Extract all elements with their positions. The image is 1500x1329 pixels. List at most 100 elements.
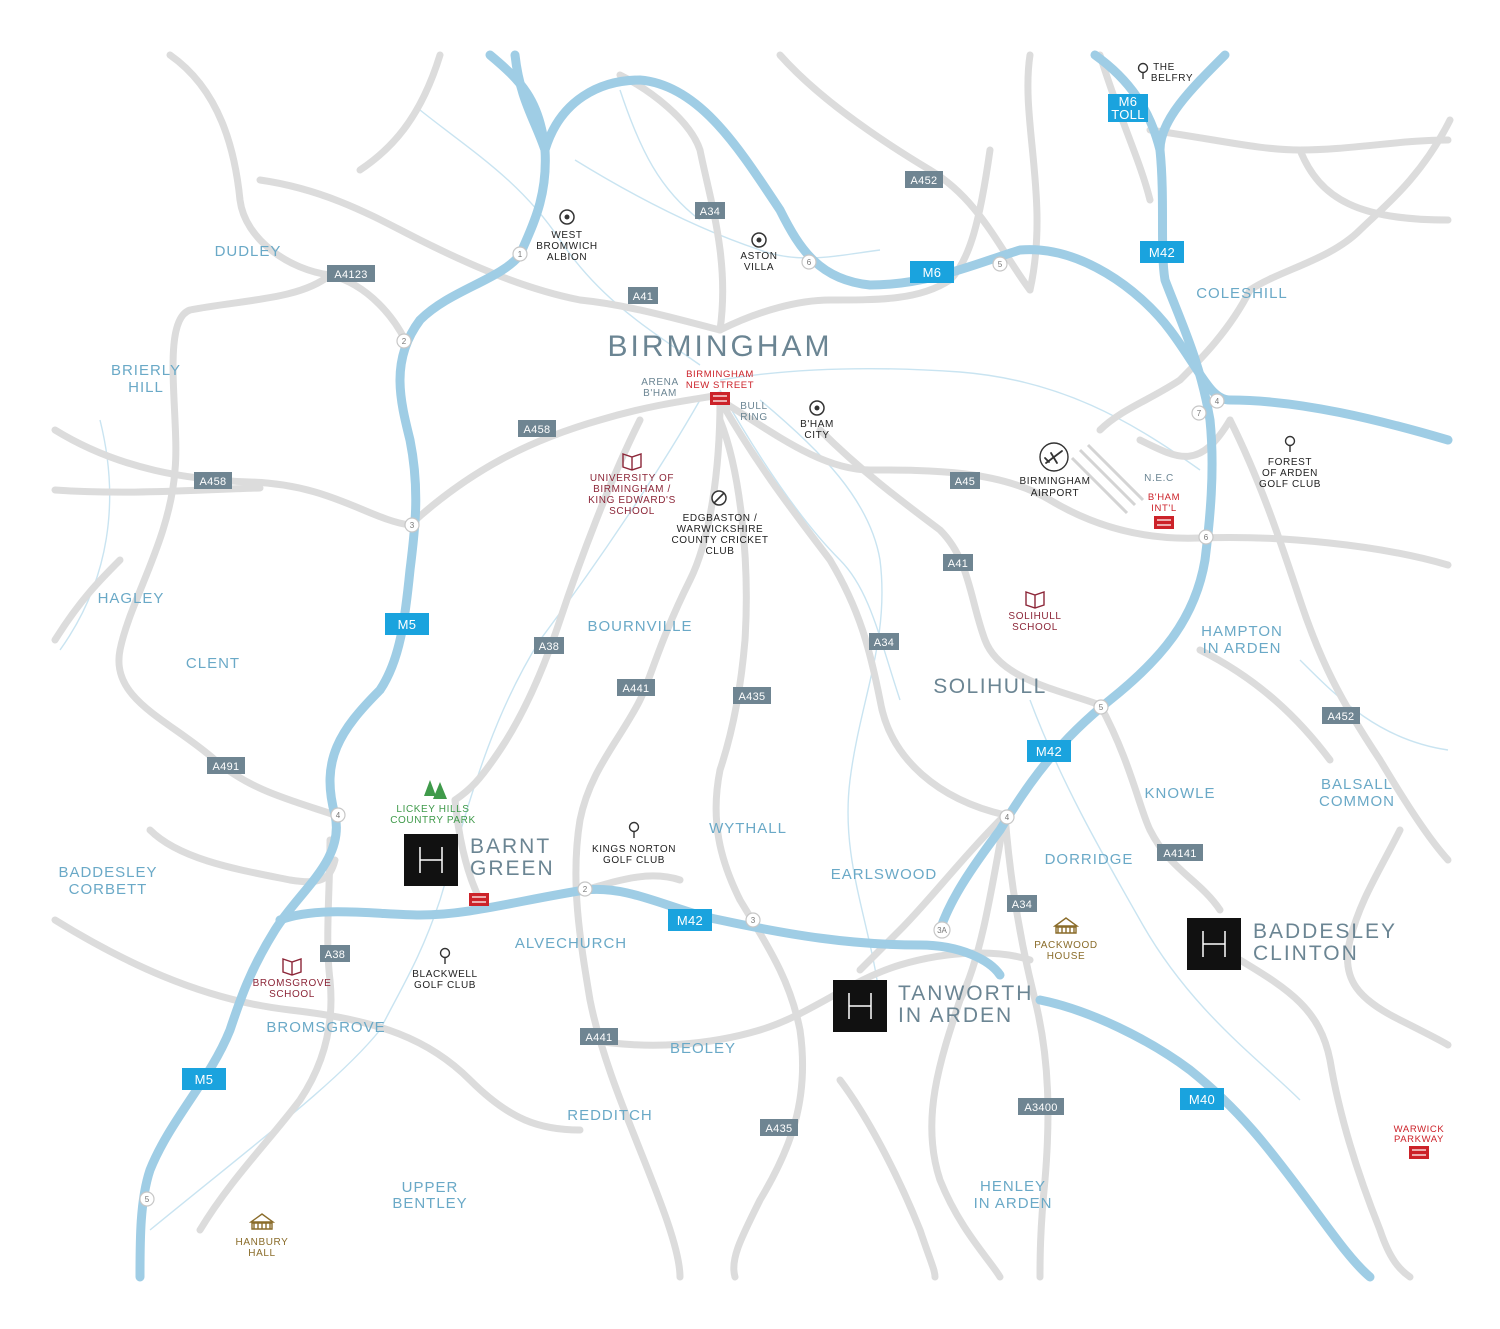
poi-label: COUNTRY PARK <box>390 815 476 826</box>
road-label-a38-s: A38 <box>320 945 350 962</box>
development-name: GREEN <box>470 857 555 880</box>
svg-text:A491: A491 <box>213 761 240 773</box>
poi-label: RING <box>740 412 767 423</box>
svg-text:A4141: A4141 <box>1163 848 1196 860</box>
development-name: IN ARDEN <box>898 1004 1013 1027</box>
road-label-m6-toll: M6 TOLL <box>1108 94 1148 122</box>
poi-label: BLACKWELL <box>412 969 477 980</box>
junction-m6-6: 6 <box>801 254 817 270</box>
development-marker-baddesley-clinton[interactable]: BADDESLEY CLINTON <box>1187 918 1397 970</box>
svg-text:A38: A38 <box>325 949 345 961</box>
junction-m5-3: 3 <box>404 517 420 533</box>
poi-label: ASTON <box>740 251 777 262</box>
tree-icon <box>424 780 447 799</box>
airplane-icon <box>1039 442 1069 472</box>
town-label: BALSALL <box>1321 776 1393 793</box>
svg-text:1: 1 <box>518 250 523 259</box>
town-label-solihull: SOLIHULL <box>933 675 1047 698</box>
poi-label: GOLF CLUB <box>603 855 665 866</box>
junction-m42-2: 2 <box>577 881 593 897</box>
road-label-a458-e: A458 <box>518 420 556 437</box>
svg-text:M5: M5 <box>195 1072 214 1087</box>
development-logo-icon <box>419 847 443 873</box>
development-marker-barnt-green[interactable]: BARNT GREEN <box>404 834 555 886</box>
poi-label: VILLA <box>744 262 774 273</box>
development-logo-icon <box>1202 931 1226 957</box>
svg-text:2: 2 <box>583 885 588 894</box>
svg-text:3: 3 <box>410 521 415 530</box>
junction-m42-6: 6 <box>1198 529 1214 545</box>
road-label-a34-far: A34 <box>1007 895 1037 912</box>
football-icon <box>559 209 575 225</box>
town-label: KNOWLE <box>1144 785 1215 802</box>
town-label: REDDITCH <box>567 1107 653 1124</box>
road-label-a41-n: A41 <box>628 287 658 304</box>
road-label-a41-s: A41 <box>943 554 973 571</box>
rail-icon <box>1409 1146 1429 1159</box>
town-label: CORBETT <box>69 881 148 898</box>
golf-icon <box>628 821 640 838</box>
town-label: ALVECHURCH <box>515 935 627 952</box>
poi-label: UNIVERSITY OF <box>590 473 674 484</box>
road-label-m42-e: M42 <box>1027 740 1071 762</box>
poi-label: BULL <box>740 401 767 412</box>
poi-label: OF ARDEN <box>1262 468 1318 479</box>
poi-label: WEST <box>551 230 582 241</box>
road-label-a45: A45 <box>950 472 980 489</box>
road-label-a452-s: A452 <box>1322 707 1360 724</box>
poi-label: PARKWAY <box>1394 1134 1444 1145</box>
svg-text:A45: A45 <box>955 476 975 488</box>
town-label: WYTHALL <box>709 820 787 837</box>
poi-label: SCHOOL <box>1012 622 1058 633</box>
town-label: DORRIDGE <box>1045 851 1134 868</box>
road-label-m42-s: M42 <box>668 909 712 931</box>
town-label: BEOLEY <box>670 1040 736 1057</box>
svg-text:A34: A34 <box>1012 899 1032 911</box>
road-label-a441-n: A441 <box>617 679 655 696</box>
town-label: HENLEY <box>980 1178 1046 1195</box>
junction-m5-2: 2 <box>396 333 412 349</box>
svg-text:M6: M6 <box>923 265 942 280</box>
svg-text:M42: M42 <box>1036 744 1062 759</box>
town-label: EARLSWOOD <box>831 866 938 883</box>
motorway-labels: M6 TOLL M42 M6 M5 M42 M42 M40 M5 <box>182 94 1224 1110</box>
development-logo-icon <box>848 993 872 1019</box>
poi-label: CITY <box>804 430 829 441</box>
development-marker-tanworth[interactable]: TANWORTH IN ARDEN <box>833 980 1033 1032</box>
svg-text:M40: M40 <box>1189 1092 1215 1107</box>
svg-text:4: 4 <box>1215 397 1220 406</box>
poi-label: COUNTY CRICKET <box>671 535 768 546</box>
poi-label: BELFRY <box>1151 73 1193 84</box>
poi-label: SOLIHULL <box>1008 611 1061 622</box>
poi-label: B'HAM <box>643 388 677 399</box>
svg-text:A34: A34 <box>700 206 720 218</box>
svg-text:M42: M42 <box>1149 245 1175 260</box>
road-label-a441-s: A441 <box>580 1028 618 1045</box>
cricket-ball-icon <box>711 490 727 506</box>
svg-text:A441: A441 <box>623 683 650 695</box>
town-label: COLESHILL <box>1196 285 1288 302</box>
book-icon <box>282 958 302 976</box>
poi-label: CLUB <box>705 546 734 557</box>
poi-label: FOREST <box>1268 457 1312 468</box>
poi-label: WARWICK <box>1394 1124 1445 1135</box>
town-label: BOURNVILLE <box>587 618 692 635</box>
svg-text:TOLL: TOLL <box>1111 107 1144 122</box>
svg-text:A34: A34 <box>874 637 894 649</box>
junction-m42-3: 3 <box>745 912 761 928</box>
poi-label: BROMSGROVE <box>253 978 332 989</box>
town-label: IN ARDEN <box>1203 640 1282 657</box>
road-label-a452-n: A452 <box>905 171 943 188</box>
poi-label: B'HAM <box>1148 492 1180 503</box>
house-icon <box>248 1213 276 1230</box>
development-name: BARNT <box>470 835 551 858</box>
poi-label: SCHOOL <box>269 989 315 1000</box>
town-label: UPPER <box>402 1179 459 1196</box>
svg-text:M6: M6 <box>1119 94 1138 109</box>
airport-runway <box>1070 443 1145 515</box>
town-label: BROMSGROVE <box>266 1019 385 1036</box>
junction-m42-5: 5 <box>1093 699 1109 715</box>
town-label: HILL <box>128 379 164 396</box>
a-road-labels: A452 A34 A4123 A41 A458 A458 A45 A41 A38… <box>194 171 1360 1136</box>
